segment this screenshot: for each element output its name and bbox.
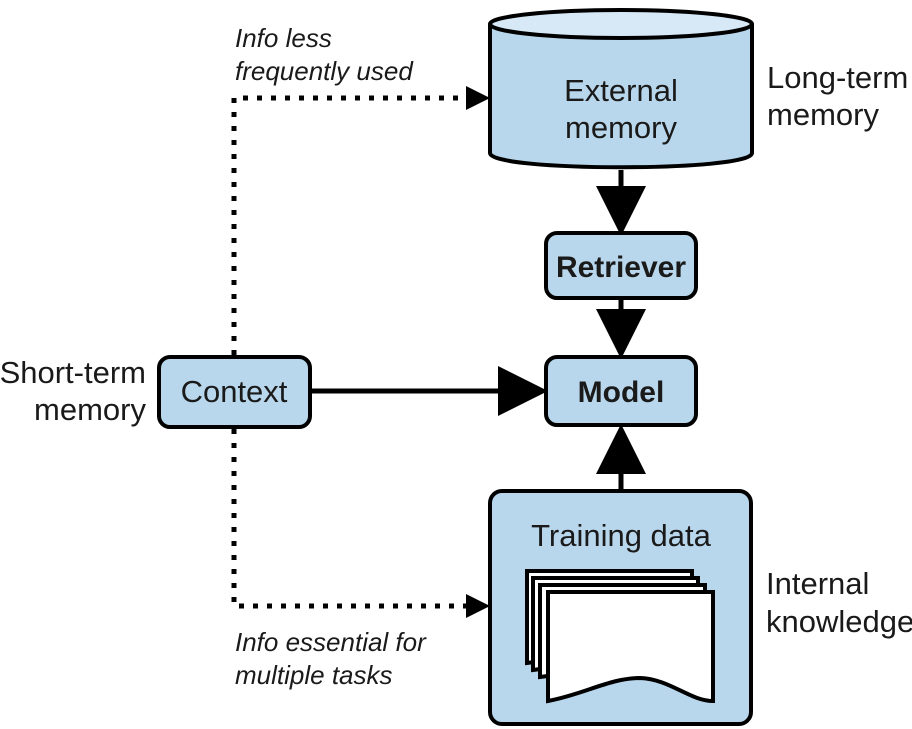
dotted-arrow-head-external-memory (466, 86, 490, 110)
model-node: Model (544, 355, 698, 427)
info-essential-label: Info essential for multiple tasks (235, 627, 427, 690)
info-less-frequently-used-label: Info less frequently used (235, 23, 414, 86)
external-memory-line2: memory (565, 110, 677, 145)
long-term-memory-line1: Long-term (767, 60, 908, 95)
internal-knowledge-label: Internal knowledge (766, 566, 912, 639)
dotted-arrow-context-to-training-data (231, 429, 476, 609)
info-essential-line1: Info essential for (235, 627, 427, 657)
external-memory-node: External memory (488, 8, 754, 170)
model-label: Model (578, 376, 665, 409)
external-memory-cylinder-top (488, 8, 754, 40)
retriever-label: Retriever (556, 251, 686, 284)
info-less-line2: frequently used (235, 56, 414, 86)
context-node: Context (157, 355, 312, 429)
context-box (157, 355, 312, 429)
long-term-memory-label: Long-term memory (767, 60, 908, 132)
internal-knowledge-line1: Internal (766, 566, 869, 601)
short-term-memory-line1: Short-term (0, 355, 146, 390)
internal-knowledge-line2: knowledge (766, 604, 912, 639)
documents-stack-icon (525, 569, 715, 704)
info-less-line1: Info less (235, 23, 332, 53)
long-term-memory-line2: memory (767, 97, 879, 132)
info-essential-line2: multiple tasks (235, 660, 393, 690)
training-data-label: Training data (531, 518, 712, 553)
external-memory-line1: External (564, 73, 678, 108)
dotted-arrow-context-to-external-memory (231, 95, 476, 355)
retriever-box (544, 231, 698, 300)
external-memory-cylinder-body (488, 24, 754, 170)
retriever-node: Retriever (544, 231, 698, 300)
training-data-node: Training data (488, 489, 753, 726)
short-term-memory-line2: memory (34, 392, 146, 427)
context-label: Context (181, 374, 288, 409)
dotted-arrow-head-training-data (466, 594, 490, 618)
short-term-memory-label: Short-term memory (0, 355, 146, 427)
document-front-icon (546, 590, 715, 704)
